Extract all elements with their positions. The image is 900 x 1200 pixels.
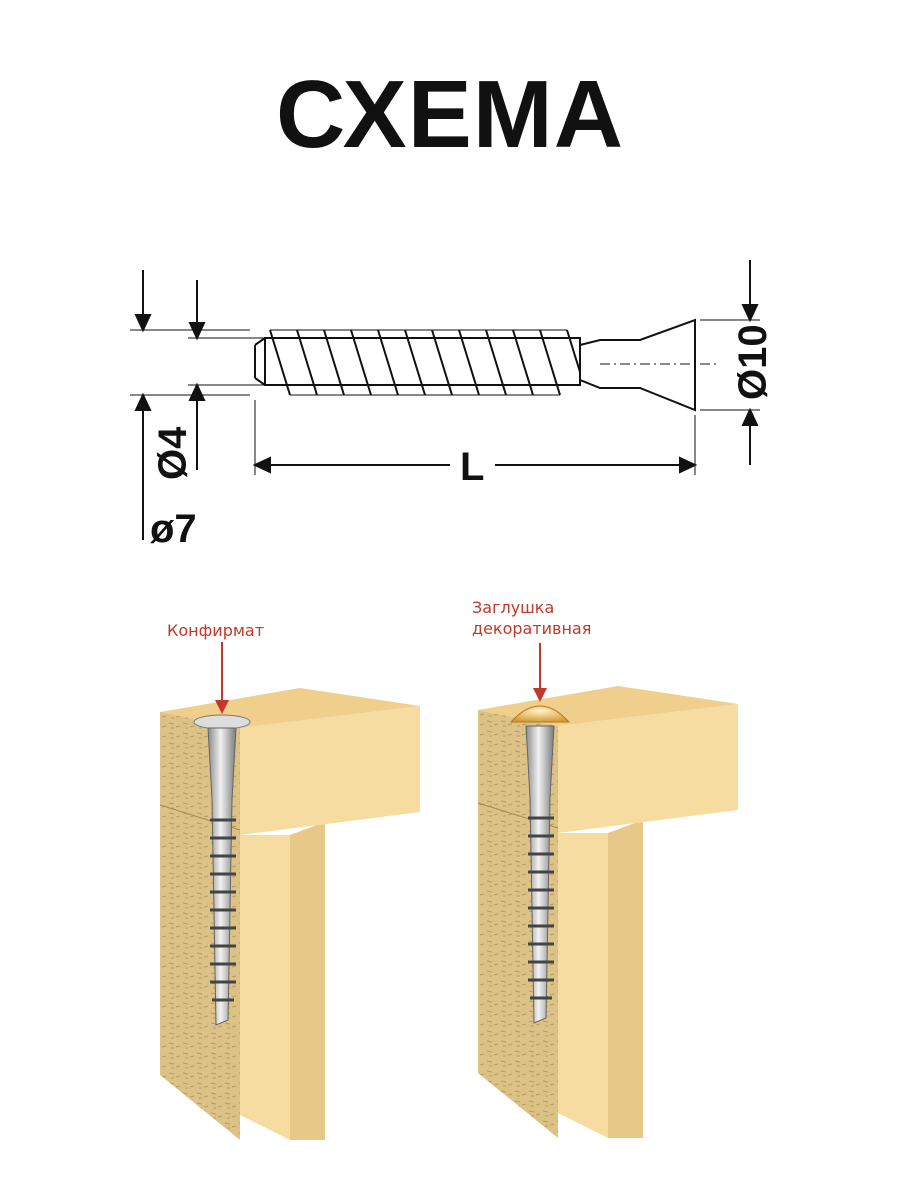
arrow-icon [215,700,229,714]
illustration-confirmat [159,642,420,1140]
illustration-decorative-cap [477,643,738,1138]
length-label: L [460,445,484,489]
confirmat-label: Конфирмат [167,621,264,640]
cap-label-line2: декоративная [472,619,591,638]
screw-technical-drawing [130,260,760,540]
screw-with-cap-icon [509,705,571,1024]
thread-diameter-label: ø7 [150,507,197,551]
confirmat-screw-icon [193,714,251,1026]
cap-label-line1: Заглушка [472,598,554,617]
thread-lines [269,329,581,396]
page-title: СХЕМА [275,61,625,168]
core-diameter-label: Ø4 [151,426,195,480]
arrow-icon [533,688,547,702]
head-diameter-label: Ø10 [731,324,775,400]
